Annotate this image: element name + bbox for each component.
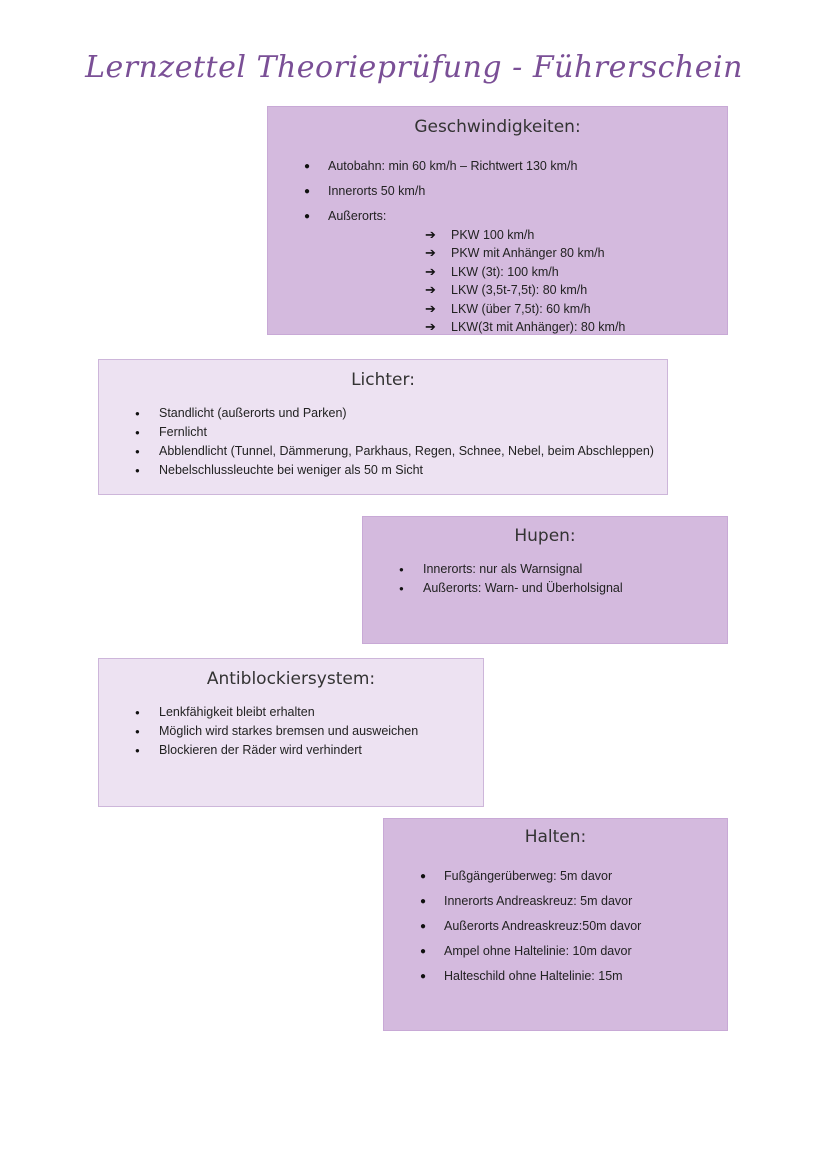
list-item: Abblendlicht (Tunnel, Dämmerung, Parkhau… xyxy=(135,442,667,461)
list-item: ➔PKW 100 km/h xyxy=(425,226,727,244)
horns-list: Innerorts: nur als Warnsignal Außerorts:… xyxy=(399,560,727,598)
list-item: ➔LKW (3,5t-7,5t): 80 km/h xyxy=(425,281,727,299)
arrow-right-icon: ➔ xyxy=(425,282,436,298)
list-item: Innerorts 50 km/h xyxy=(304,182,727,201)
page-title: Lernzettel Theorieprüfung - Führerschein xyxy=(85,50,743,85)
horns-box: Hupen: Innerorts: nur als Warnsignal Auß… xyxy=(362,516,728,644)
list-item: Nebelschlussleuchte bei weniger als 50 m… xyxy=(135,461,667,480)
list-item: Innerorts: nur als Warnsignal xyxy=(399,560,727,579)
list-item: Ampel ohne Haltelinie: 10m davor xyxy=(420,942,727,961)
list-item: Möglich wird starkes bremsen und ausweic… xyxy=(135,722,483,741)
arrow-right-icon: ➔ xyxy=(425,263,436,279)
speeds-box: Geschwindigkeiten: Autobahn: min 60 km/h… xyxy=(267,106,728,335)
list-item: Innerorts Andreaskreuz: 5m davor xyxy=(420,892,727,911)
stopping-box: Halten: Fußgängerüberweg: 5m davor Inner… xyxy=(383,818,728,1031)
arrow-right-icon: ➔ xyxy=(425,245,436,261)
list-item: Außerorts: xyxy=(304,207,727,226)
speeds-heading: Geschwindigkeiten: xyxy=(414,117,581,137)
lights-box: Lichter: Standlicht (außerorts und Parke… xyxy=(98,359,668,495)
list-item: ➔LKW(3t mit Anhänger): 80 km/h xyxy=(425,318,727,336)
abs-box: Antiblockiersystem: Lenkfähigkeit bleibt… xyxy=(98,658,484,807)
abs-list: Lenkfähigkeit bleibt erhalten Möglich wi… xyxy=(135,703,483,760)
arrow-right-icon: ➔ xyxy=(425,300,436,316)
list-item: ➔LKW (3t): 100 km/h xyxy=(425,263,727,281)
horns-heading: Hupen: xyxy=(514,526,576,546)
list-item: ➔PKW mit Anhänger 80 km/h xyxy=(425,244,727,262)
list-item: Lenkfähigkeit bleibt erhalten xyxy=(135,703,483,722)
abs-heading: Antiblockiersystem: xyxy=(206,669,376,689)
lights-list: Standlicht (außerorts und Parken) Fernli… xyxy=(135,404,667,480)
arrow-right-icon: ➔ xyxy=(425,319,436,335)
lights-heading: Lichter: xyxy=(351,370,415,390)
list-item: Standlicht (außerorts und Parken) xyxy=(135,404,667,423)
list-item: Halteschild ohne Haltelinie: 15m xyxy=(420,967,727,986)
speeds-list: Autobahn: min 60 km/h – Richtwert 130 km… xyxy=(304,157,727,226)
stopping-list: Fußgängerüberweg: 5m davor Innerorts And… xyxy=(420,867,727,986)
list-item: ➔LKW (über 7,5t): 60 km/h xyxy=(425,300,727,318)
list-item: Fernlicht xyxy=(135,423,667,442)
list-item: Außerorts Andreaskreuz:50m davor xyxy=(420,917,727,936)
list-item: Außerorts: Warn- und Überholsignal xyxy=(399,579,727,598)
speeds-sublist: ➔PKW 100 km/h ➔PKW mit Anhänger 80 km/h … xyxy=(425,226,727,336)
list-item: Fußgängerüberweg: 5m davor xyxy=(420,867,727,886)
stopping-heading: Halten: xyxy=(524,827,587,847)
list-item: Autobahn: min 60 km/h – Richtwert 130 km… xyxy=(304,157,727,176)
list-item: Blockieren der Räder wird verhindert xyxy=(135,741,483,760)
arrow-right-icon: ➔ xyxy=(425,227,436,242)
